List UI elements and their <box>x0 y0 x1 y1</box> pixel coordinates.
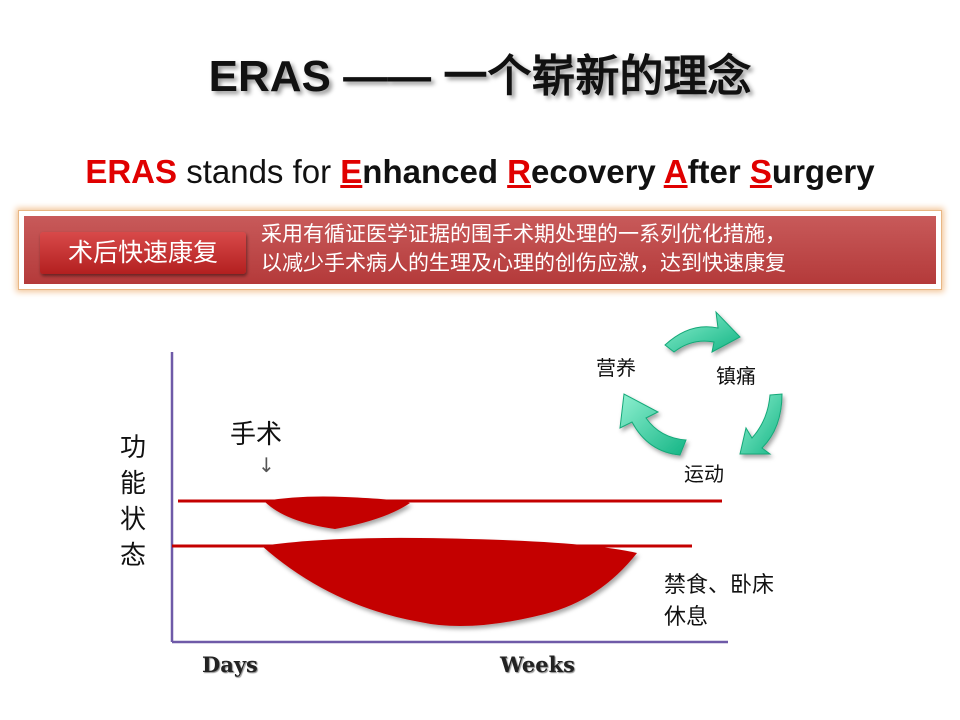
y-axis-label-char: 态 <box>119 541 146 571</box>
y-axis-label-char: 能 <box>119 469 146 499</box>
stands-for-text: stands for <box>177 153 341 190</box>
cycle-label-exercise: 运动 <box>684 462 724 486</box>
letter-s: S <box>749 153 772 190</box>
cycle-arrow-top <box>664 310 741 353</box>
word-after: fter <box>687 153 750 190</box>
letter-r: R <box>507 153 531 190</box>
fast-recovery-tag: 术后快速康复 <box>40 232 246 274</box>
cycle-arrow-left <box>619 393 687 456</box>
y-axis-label-char: 状 <box>119 505 146 535</box>
surgery-label: 手术 <box>230 420 283 450</box>
cycle-arrow-right <box>739 393 783 455</box>
bottom-note: 禁食、卧床 休息 <box>664 570 774 634</box>
banner-background: 术后快速康复 采用有循证医学证据的围手术期处理的一系列优化措施， 以减少手术病人… <box>24 216 936 284</box>
cycle-label-nutrition: 营养 <box>596 356 636 380</box>
surgery-arrow-icon: ↓ <box>258 453 275 477</box>
large-dip-curve <box>262 537 637 627</box>
letter-a: A <box>663 153 688 190</box>
x-tick-weeks: Weeks <box>500 652 575 677</box>
word-recovery: ecovery <box>531 153 664 190</box>
eras-definition: ERAS stands for Enhanced Recovery After … <box>0 153 960 191</box>
banner-description: 采用有循证医学证据的围手术期处理的一系列优化措施， 以减少手术病人的生理及心理的… <box>261 220 941 278</box>
bottom-note-line-2: 休息 <box>664 605 709 630</box>
y-axis-label: 功能状态 <box>118 430 148 574</box>
eras-acronym: ERAS <box>85 153 178 190</box>
definition-banner: 术后快速康复 采用有循证医学证据的围手术期处理的一系列优化措施， 以减少手术病人… <box>18 210 942 290</box>
slide-title: ERAS —— 一个崭新的理念 <box>208 52 752 101</box>
cycle-label-analgesia: 镇痛 <box>716 364 756 388</box>
y-axis-label-char: 功 <box>119 433 146 463</box>
small-dip-curve <box>264 496 410 529</box>
banner-line-2: 以减少手术病人的生理及心理的创伤应激，达到快速康复 <box>261 251 786 275</box>
x-tick-days: Days <box>202 652 258 677</box>
word-surgery: urgery <box>771 153 875 190</box>
bottom-note-line-1: 禁食、卧床 <box>664 573 775 598</box>
word-enhanced: nhanced <box>362 153 508 190</box>
banner-line-1: 采用有循证医学证据的围手术期处理的一系列优化措施， <box>261 222 786 246</box>
letter-e: E <box>340 153 363 190</box>
